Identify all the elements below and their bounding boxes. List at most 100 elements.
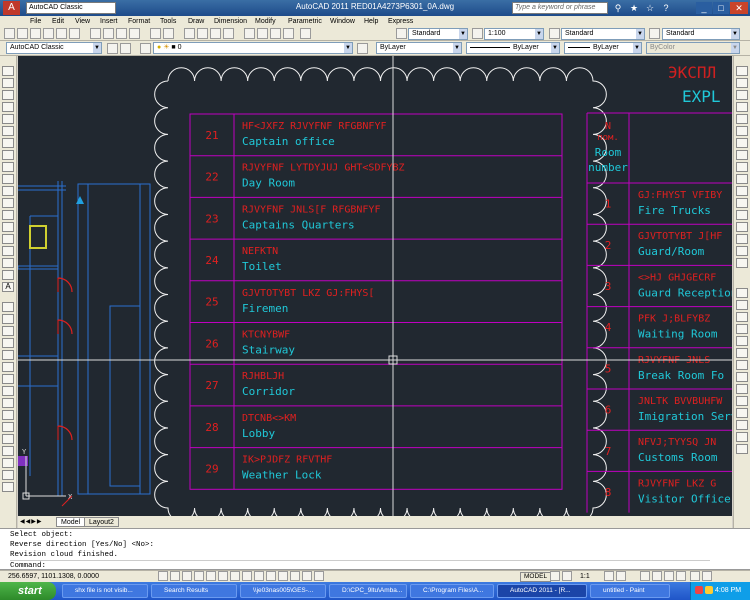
selection-cycling-icon[interactable]	[314, 571, 324, 581]
linetype-combo[interactable]: ByLayer▼	[466, 42, 560, 54]
menu-view[interactable]: View	[75, 18, 91, 25]
menu-edit[interactable]: Edit	[52, 18, 65, 25]
line-icon[interactable]	[2, 66, 14, 76]
favorites-icon[interactable]: ☆	[645, 3, 655, 13]
workspace-switching-icon[interactable]	[640, 571, 650, 581]
zoom-realtime-icon[interactable]	[197, 28, 208, 39]
menu-format[interactable]: Format	[128, 18, 151, 25]
array-icon[interactable]	[2, 350, 14, 360]
zoom-window-icon[interactable]	[210, 28, 221, 39]
maximize-button[interactable]: □	[713, 2, 729, 14]
auto-scale-icon[interactable]	[616, 571, 626, 581]
menu-tools[interactable]: Tools	[160, 18, 177, 25]
grid-display-icon[interactable]	[182, 571, 192, 581]
circle-icon[interactable]	[2, 138, 14, 148]
construction-line-icon[interactable]	[2, 78, 14, 88]
taskbar-item[interactable]: \\je03nas005\GES-...	[240, 584, 326, 598]
undo-icon[interactable]	[150, 28, 161, 39]
scale-icon[interactable]	[2, 386, 14, 396]
erase-icon[interactable]	[736, 288, 748, 298]
workspace-combo[interactable]: AutoCAD Classic▼	[6, 42, 102, 54]
table-style-icon[interactable]	[649, 28, 660, 39]
snap-mode-icon[interactable]	[170, 571, 180, 581]
cut-icon[interactable]	[90, 28, 101, 39]
menu-file[interactable]: File	[30, 18, 42, 25]
quick-view-drawings-icon[interactable]	[562, 571, 572, 581]
break-icon[interactable]	[736, 420, 748, 430]
erase-icon[interactable]	[2, 302, 14, 312]
region-icon[interactable]	[736, 234, 748, 244]
insert-block-icon[interactable]	[2, 198, 14, 208]
quick-properties-icon[interactable]	[302, 571, 312, 581]
fillet-icon[interactable]	[2, 470, 14, 480]
command-input[interactable]: Command:	[10, 560, 710, 570]
calculator-icon[interactable]	[283, 28, 294, 39]
object-snap-tracking-icon[interactable]	[242, 571, 252, 581]
chamfer-icon[interactable]	[736, 432, 748, 442]
start-button[interactable]: start	[0, 582, 56, 600]
binoculars-icon[interactable]: ⚲	[614, 3, 622, 13]
ellipse-arc-icon[interactable]	[2, 186, 14, 196]
layer-combo[interactable]: ● ☀ ■ 0▼	[153, 42, 353, 54]
infer-constraints-icon[interactable]	[158, 571, 168, 581]
dim-style-icon[interactable]	[549, 28, 560, 39]
polar-tracking-icon[interactable]	[206, 571, 216, 581]
tab-model[interactable]: Model	[56, 517, 86, 527]
rotate-icon[interactable]	[2, 374, 14, 384]
publish-icon[interactable]	[69, 28, 80, 39]
tool-palettes-icon[interactable]	[270, 28, 281, 39]
dynamic-input-icon[interactable]	[266, 571, 276, 581]
minimize-button[interactable]: _	[696, 2, 712, 14]
tab-layout2[interactable]: Layout2	[84, 517, 119, 527]
menu-window[interactable]: Window	[330, 18, 355, 25]
offset-icon[interactable]	[736, 324, 748, 334]
model-space-toggle[interactable]: MODEL	[520, 572, 552, 582]
extend-icon[interactable]	[2, 422, 14, 432]
table-icon[interactable]	[2, 270, 14, 280]
break-icon[interactable]	[2, 434, 14, 444]
ortho-mode-icon[interactable]	[194, 571, 204, 581]
fillet-icon[interactable]	[736, 444, 748, 454]
dim-style-combo[interactable]: Standard▼	[561, 28, 645, 40]
plot-preview-icon[interactable]	[56, 28, 67, 39]
table-style-combo[interactable]: Standard▼	[662, 28, 740, 40]
circle-icon[interactable]	[736, 138, 748, 148]
copy-object-icon[interactable]	[2, 314, 14, 324]
mirror-icon[interactable]	[2, 326, 14, 336]
move-icon[interactable]	[736, 348, 748, 358]
3d-object-snap-icon[interactable]	[230, 571, 240, 581]
spline-icon[interactable]	[736, 162, 748, 172]
workspace-settings-icon[interactable]	[107, 43, 118, 54]
revision-cloud-icon[interactable]	[736, 150, 748, 160]
table-icon[interactable]	[736, 246, 748, 256]
transparency-icon[interactable]	[290, 571, 300, 581]
taskbar-item-active[interactable]: AutoCAD 2011 - [R...	[497, 584, 587, 598]
hardware-acceleration-icon[interactable]	[664, 571, 674, 581]
help-icon[interactable]: ?	[663, 3, 669, 13]
clean-screen-icon[interactable]	[702, 571, 712, 581]
plotstyle-combo[interactable]: ByColor▼	[646, 42, 740, 54]
gradient-icon[interactable]	[2, 246, 14, 256]
pan-icon[interactable]	[184, 28, 195, 39]
taskbar-item[interactable]: shx file is not visib...	[62, 584, 148, 598]
taskbar-item[interactable]: D:\CPC_9ltu\Amba...	[329, 584, 407, 598]
join-icon[interactable]	[2, 446, 14, 456]
customize-icon[interactable]	[120, 43, 131, 54]
menu-help[interactable]: Help	[364, 18, 379, 25]
menu-modify[interactable]: Modify	[255, 18, 276, 25]
new-icon[interactable]	[4, 28, 15, 39]
object-snap-icon[interactable]	[218, 571, 228, 581]
tray-icon[interactable]	[705, 586, 713, 594]
close-button[interactable]: ✕	[730, 2, 748, 14]
toolbar-lock-icon[interactable]	[652, 571, 662, 581]
multiline-text-icon[interactable]	[736, 258, 748, 268]
taskbar-item[interactable]: Search Results	[151, 584, 237, 598]
workspace-quick-combo[interactable]: AutoCAD Classic	[26, 2, 116, 14]
revision-cloud-icon[interactable]	[2, 150, 14, 160]
properties-icon[interactable]	[244, 28, 255, 39]
multiline-text-icon[interactable]: A	[2, 282, 14, 292]
layer-manager-icon[interactable]	[140, 43, 151, 54]
dynamic-ucs-icon[interactable]	[254, 571, 264, 581]
ellipse-icon[interactable]	[736, 174, 748, 184]
